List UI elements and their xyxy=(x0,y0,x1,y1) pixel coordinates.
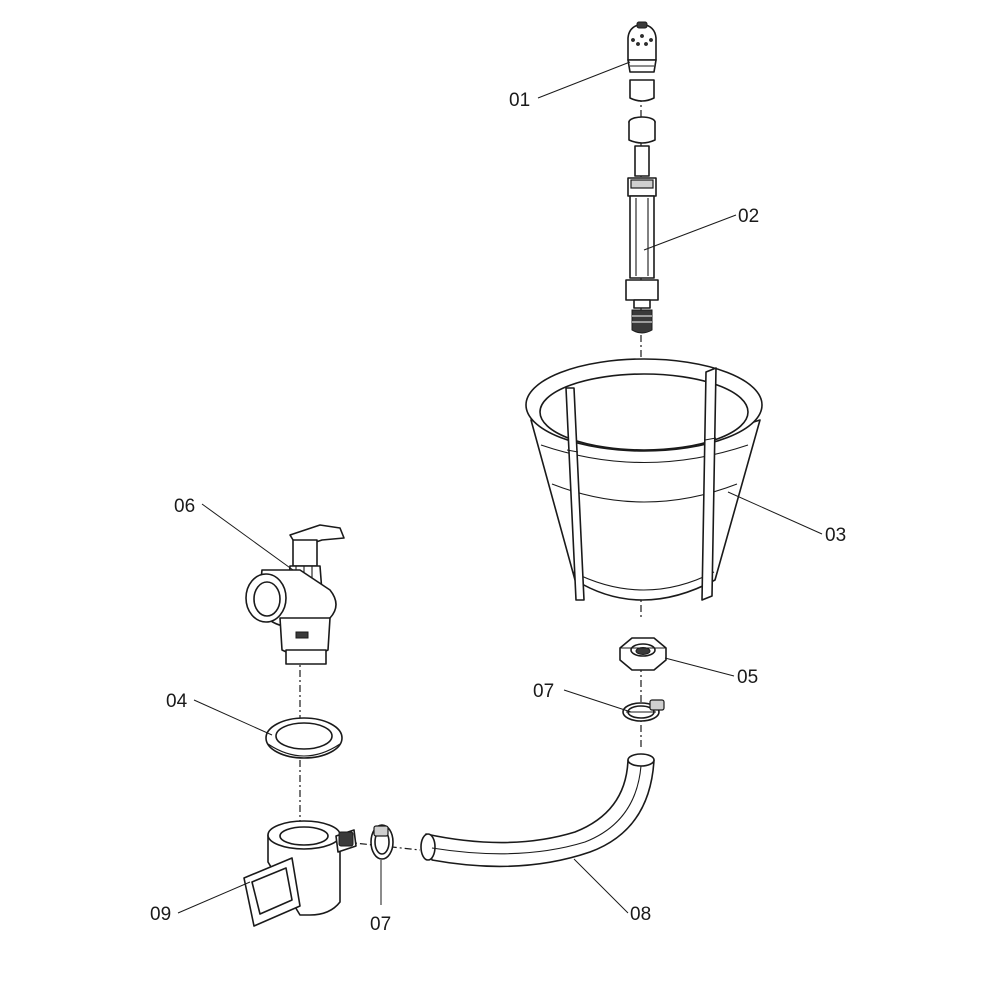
callout-07-upper: 07 xyxy=(533,681,554,702)
callout-02: 02 xyxy=(738,206,759,227)
leader-05 xyxy=(664,657,735,677)
part-07-hose-clamp-lower xyxy=(370,824,394,860)
callout-04: 04 xyxy=(166,691,188,712)
leader-01 xyxy=(537,61,631,99)
leader-08 xyxy=(573,858,629,914)
leader-02 xyxy=(643,214,737,251)
leader-03 xyxy=(727,491,823,535)
part-04-gasket xyxy=(265,717,343,759)
part-05-hex-nut xyxy=(619,637,667,671)
callout-07-lower: 07 xyxy=(370,914,391,935)
callout-labels: 01 02 03 04 05 06 07 07 08 09 xyxy=(150,90,846,935)
callout-09: 09 xyxy=(150,904,171,925)
callout-06: 06 xyxy=(174,496,195,517)
callout-05: 05 xyxy=(737,667,758,688)
part-02-pipe-assembly xyxy=(625,116,659,334)
leader-07-upper xyxy=(563,689,632,713)
leader-06 xyxy=(201,503,294,571)
part-03-bucket-basket xyxy=(525,358,763,601)
part-08-drain-hose xyxy=(420,753,655,868)
part-07-hose-clamp-upper xyxy=(622,699,665,722)
axis-hose-horizontal xyxy=(344,841,421,851)
part-09-outlet-elbow xyxy=(243,820,357,927)
callout-01: 01 xyxy=(509,90,530,111)
leader-09 xyxy=(177,881,251,914)
callout-08: 08 xyxy=(630,904,651,925)
callout-03: 03 xyxy=(825,525,846,546)
leader-lines xyxy=(177,61,823,914)
leader-04 xyxy=(193,699,273,736)
part-06-drain-valve xyxy=(245,524,345,665)
part-01-nozzle-cap xyxy=(627,21,657,102)
